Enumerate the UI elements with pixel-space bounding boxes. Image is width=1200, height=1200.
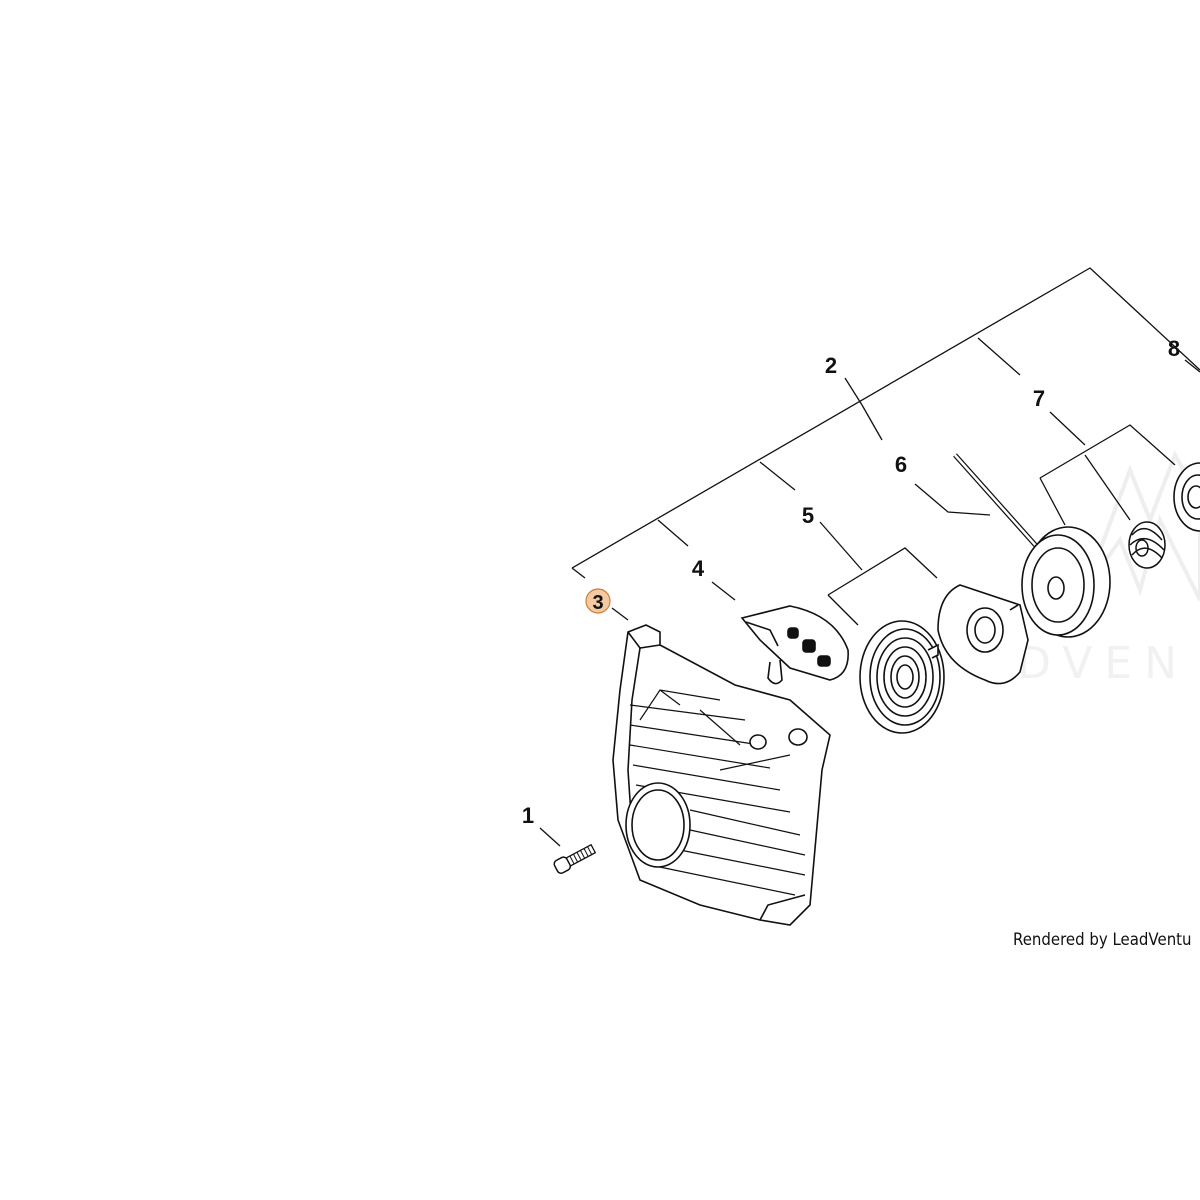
part-6-rope[interactable]: [953, 453, 1040, 550]
svg-text:1: 1: [522, 803, 534, 828]
callout-4[interactable]: 4: [692, 556, 705, 581]
part-5-rewind-spring[interactable]: [859, 620, 945, 734]
callout-3-highlight: [585, 588, 611, 614]
callout-6[interactable]: 6: [895, 452, 907, 477]
svg-text:6: 6: [895, 452, 907, 477]
svg-text:7: 7: [1033, 386, 1045, 411]
part-1-screw[interactable]: [553, 843, 597, 875]
svg-text:5: 5: [802, 503, 814, 528]
part-4-starter-handle[interactable]: [740, 605, 849, 685]
callout-1[interactable]: 1: [522, 803, 534, 828]
part-5-cover-plate[interactable]: [937, 584, 1029, 685]
svg-text:2: 2: [825, 353, 837, 378]
callout-8[interactable]: 8: [1168, 336, 1180, 361]
callout-5[interactable]: 5: [802, 503, 814, 528]
callout-3[interactable]: 3: [585, 588, 611, 614]
part-7-spring[interactable]: [1128, 521, 1166, 569]
callout-7[interactable]: 7: [1033, 386, 1045, 411]
bracket-lines: [539, 267, 1200, 847]
part-7-pulley[interactable]: [1021, 526, 1111, 638]
svg-text:8: 8: [1168, 336, 1180, 361]
callout-2[interactable]: 2: [825, 353, 837, 378]
part-8-reel[interactable]: [1173, 462, 1200, 532]
svg-text:3: 3: [592, 592, 603, 614]
svg-text:4: 4: [692, 556, 705, 581]
render-credit: Rendered by LeadVentu: [1013, 930, 1192, 950]
part-3-starter-housing[interactable]: [612, 624, 831, 926]
